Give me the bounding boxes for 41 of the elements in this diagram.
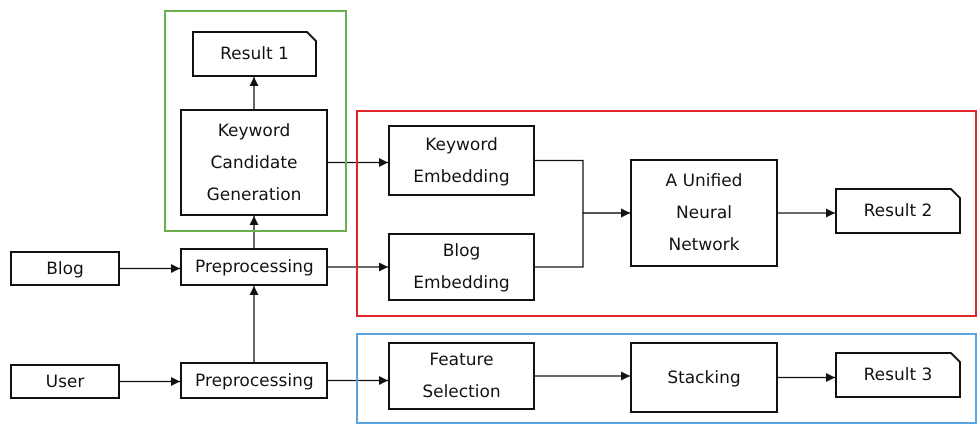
box-label: Preprocessing — [195, 370, 313, 392]
arrow — [120, 377, 180, 386]
process-box — [180, 362, 328, 399]
group-frame — [356, 110, 977, 317]
box-label: A Unified Neural Network — [664, 170, 744, 257]
box-label: Feature Selection — [421, 349, 502, 404]
box-label: Result 1 — [220, 43, 289, 66]
process-box — [630, 342, 778, 413]
box-label: Result 3 — [864, 364, 932, 387]
group-frame — [356, 333, 977, 424]
arrow — [778, 373, 835, 382]
arrow — [535, 208, 630, 268]
box-label: Stacking — [667, 366, 741, 390]
box-label: Blog Embedding — [412, 240, 511, 295]
process-box — [10, 364, 120, 399]
box-label: User — [46, 370, 84, 394]
arrow — [535, 372, 630, 380]
arrow — [328, 376, 388, 385]
box-label: Result 2 — [864, 200, 932, 223]
arrow — [328, 158, 388, 167]
arrow — [778, 208, 835, 218]
process-box — [630, 159, 778, 267]
process-box — [180, 248, 328, 286]
arrow — [120, 264, 180, 273]
process-box — [388, 125, 535, 196]
box-label: Keyword Embedding — [412, 134, 511, 188]
arrow — [250, 216, 258, 248]
box-label: Blog — [46, 258, 84, 280]
result-document — [192, 31, 317, 77]
process-box — [10, 251, 120, 286]
group-frame — [164, 10, 347, 232]
process-box — [180, 109, 328, 216]
arrow — [250, 286, 258, 362]
arrow — [250, 77, 258, 109]
result-document — [835, 188, 961, 234]
box-label: Preprocessing — [195, 256, 313, 279]
arrow — [328, 262, 388, 272]
box-label: Keyword Candidate Generation — [206, 120, 302, 206]
process-box — [388, 233, 535, 301]
result-document — [835, 352, 961, 398]
process-box — [388, 342, 535, 410]
